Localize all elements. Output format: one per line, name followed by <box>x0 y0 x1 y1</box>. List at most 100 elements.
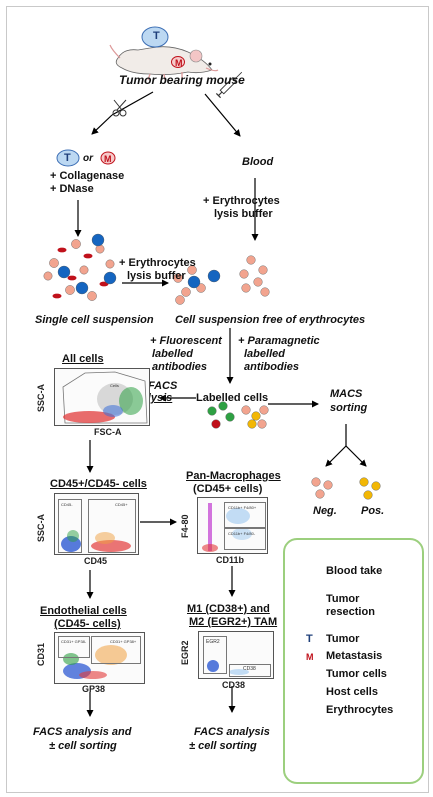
endo-x-label: GP38 <box>82 684 106 694</box>
pan-gate-1-label: CD11b+ F4/80+ <box>228 505 257 510</box>
all-cells-title: All cells <box>62 353 104 365</box>
tumor-badge-left <box>56 149 80 167</box>
legend-box <box>283 538 424 784</box>
cd45-scatter <box>61 530 131 552</box>
tumor-cell <box>103 271 117 285</box>
cd45-y-label: SSC-A <box>36 513 46 542</box>
arrow-mouse-right <box>204 93 241 137</box>
m1m2-y-label: EGR2 <box>180 640 190 665</box>
para-3: antibodies <box>244 361 300 373</box>
mid-lysis-2: lysis buffer <box>127 270 186 282</box>
pos-cell <box>363 490 373 500</box>
legend-tumor-letter: T <box>306 633 313 645</box>
legend-metastasis-label: Metastasis <box>326 650 383 662</box>
erythrocyte <box>67 275 77 281</box>
mouse-illustration <box>109 44 219 81</box>
m1m2-gate-egr2 <box>203 636 227 674</box>
endo-gate-2-label: CD31+ GP38+ <box>110 639 137 644</box>
output-right-1: FACS analysis <box>194 726 270 738</box>
host-cell <box>246 255 256 265</box>
cd45-gate-neg <box>58 499 82 553</box>
m1m2-gate-cd38-label: CD38 <box>243 666 256 672</box>
single-cell-label: Single cell suspension <box>35 314 154 326</box>
macs-text-1: MACS <box>330 388 363 400</box>
all-cells-y-label: SSC-A <box>36 383 46 412</box>
host-cell <box>187 265 197 275</box>
host-cell <box>65 285 75 295</box>
free-cell-label: Cell suspension free of erythrocytes <box>175 314 366 326</box>
labelled-cell-green <box>225 412 235 422</box>
m1m2-title-2: M2 (EGR2+) TAM <box>189 616 278 628</box>
legend-tumor-cells-label: Tumor cells <box>326 668 387 680</box>
host-cell <box>105 259 115 269</box>
host-cell <box>49 258 59 268</box>
labelled-cell-green <box>207 406 217 416</box>
neg-cell <box>315 489 325 499</box>
syringe-icon <box>215 71 243 99</box>
pan-plot: CD11b+ F4/80+ CD11b+ F4/80- <box>197 497 268 554</box>
pan-gate-2 <box>224 528 266 550</box>
host-cell <box>43 271 53 281</box>
endo-plot: CD31+ GP38- CD31+ GP38+ <box>54 632 145 684</box>
collagenase-text: + Collagenase <box>50 170 125 182</box>
m1m2-gate-cd38 <box>229 664 271 677</box>
endo-title-2: (CD45- cells) <box>54 618 121 630</box>
cells-layer <box>43 233 381 500</box>
pan-gate-2-label: CD11b+ F4/80- <box>228 531 256 536</box>
all-cells-scatter <box>62 371 148 424</box>
erythrocyte <box>52 293 62 299</box>
host-cell <box>79 265 89 275</box>
host-cell <box>241 283 251 293</box>
host-cell <box>173 273 183 283</box>
pan-gate-1 <box>224 502 266 528</box>
mouse-label: Tumor bearing mouse <box>119 73 245 87</box>
labelled-cell-yellow <box>257 419 267 429</box>
endo-gate-1-label: CD31+ GP38- <box>61 639 87 644</box>
legend-erythrocytes-label: Erythrocytes <box>326 704 394 716</box>
host-cell <box>175 295 185 305</box>
tumor-cell <box>57 265 71 279</box>
cd45-title: CD45+/CD45- cells <box>50 478 147 490</box>
labelled-cell-yellow <box>251 411 261 421</box>
m1m2-x-label: CD38 <box>222 680 246 690</box>
right-lysis-1: + Erythrocytes <box>203 195 280 207</box>
labelled-cells-label: Labelled cells <box>196 392 269 404</box>
fluor-2: labelled <box>152 348 193 360</box>
tumor-cell <box>207 269 221 283</box>
metastasis-badge-mouse <box>171 56 185 68</box>
legend-blood-label: Blood take <box>326 565 383 577</box>
tumor-cell <box>187 275 201 289</box>
m1m2-gate-egr2-label: EGR2 <box>206 639 220 645</box>
mid-lysis-1: + Erythrocytes <box>119 257 196 269</box>
pan-y-label: F4-80 <box>180 514 190 538</box>
scissors-icon <box>112 99 127 117</box>
endo-gate-1 <box>58 636 90 658</box>
tumor-cell <box>75 281 89 295</box>
erythrocyte <box>57 247 67 253</box>
endo-y-label: CD31 <box>36 642 46 666</box>
blood-text: Blood <box>242 156 274 168</box>
legend-host-cells-label: Host cells <box>326 686 378 698</box>
pos-cell <box>359 477 369 487</box>
or-text: or <box>83 153 93 164</box>
legend-tumor-label: Tumor <box>326 633 360 645</box>
m1m2-scatter <box>207 660 249 675</box>
para-2: labelled <box>244 348 285 360</box>
neg-cell <box>311 477 321 487</box>
labelled-cell-yellow <box>247 419 257 429</box>
host-cell <box>239 269 249 279</box>
mouse-tumor-letter: T <box>153 30 160 42</box>
host-cell <box>71 239 81 249</box>
labelled-cell-green <box>211 419 221 429</box>
left-tumor-letter: T <box>64 152 71 164</box>
host-cell <box>260 287 270 297</box>
all-cells-gate-label: Cells <box>110 383 119 388</box>
output-left-1: FACS analysis and <box>33 726 132 738</box>
pan-scatter <box>202 503 252 552</box>
arrow-macs-pos <box>345 445 367 467</box>
cd45-x-label: CD45 <box>84 556 108 566</box>
cd45-plot: CD45- CD45+ <box>54 493 139 555</box>
mouse-metastasis-letter: M <box>175 58 183 68</box>
output-right-2: ± cell sorting <box>189 740 257 752</box>
pos-label: Pos. <box>361 505 385 517</box>
